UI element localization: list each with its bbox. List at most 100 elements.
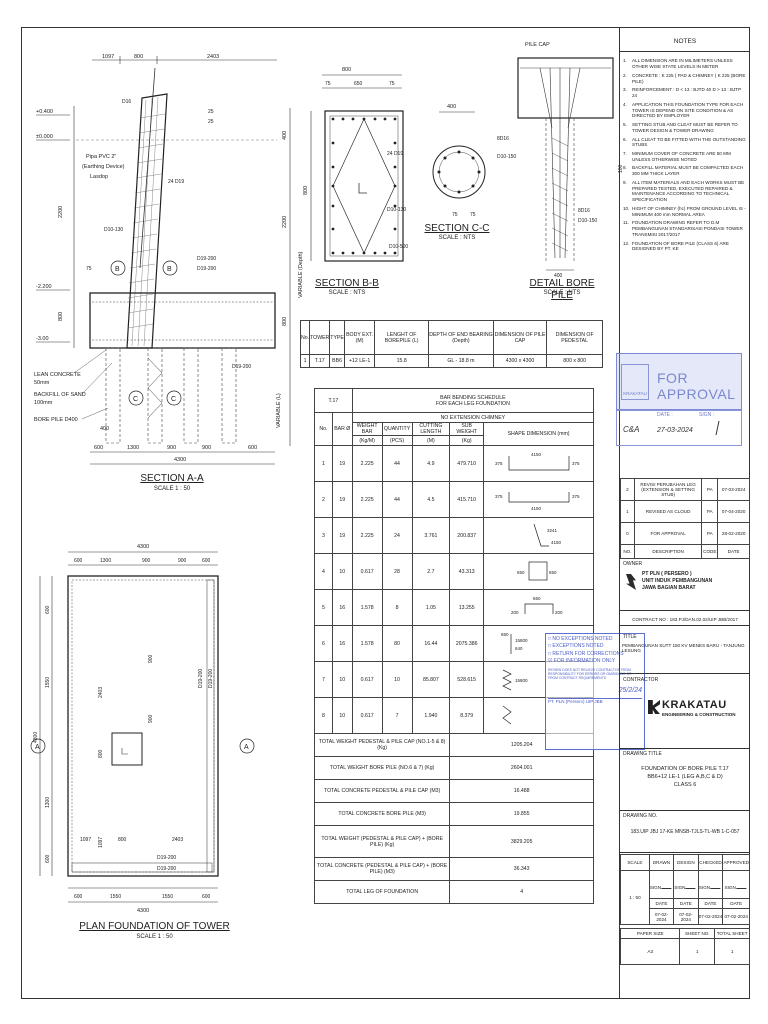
title-block: NOTES 1.ALL DIMENSION ARE IN MILIMETERS … — [616, 28, 750, 998]
schedule-cell: 13.255 — [449, 589, 485, 626]
shape-label: 650 — [517, 570, 525, 575]
callout-25-a: 25 — [208, 109, 214, 115]
shape-label: 200 — [555, 610, 563, 615]
sig-scale: 1 : 50 — [620, 870, 650, 925]
note-text: SETTING STUB AND CLEAT MUST BE REFER TO … — [632, 122, 738, 133]
schedule-cell: 2 — [314, 481, 333, 518]
note-number: 11. — [623, 220, 630, 226]
schedule-cell: 1.578 — [351, 625, 383, 662]
sig-cell: SIGN — [697, 870, 724, 899]
rev-cell: PA — [701, 522, 719, 545]
schedule-cell: 200.837 — [449, 517, 485, 554]
shape-label: 375 — [495, 461, 503, 466]
cc-dim-75b: 75 — [470, 212, 476, 218]
sig-date: 07-02-2024 — [722, 908, 750, 925]
sig-sign-label: SIGN — [698, 885, 711, 890]
aa-bottom-dim-4: 900 — [202, 445, 211, 451]
stamp-line-2-text: EXCEPTIONS NOTED — [552, 643, 604, 650]
marker-b-left: B — [115, 266, 120, 273]
schedule-cell: 4.9 — [411, 445, 451, 482]
shape-label: 200 — [511, 610, 519, 615]
project-block: TITLE PEMBANGUNAN SUTT 150 KV MENES BARU… — [620, 633, 750, 674]
notes-list: 1.ALL DIMENSION ARE IN MILIMETERS UNLESS… — [620, 52, 750, 358]
section-aa-scale: SCALE 1 : 50 — [153, 486, 191, 492]
tower-th-pedestal: DIMENSION OF PEDESTAL — [546, 320, 603, 355]
schedule-cell: 6 — [314, 625, 333, 662]
shape-8 — [501, 705, 512, 724]
signature-mark — [710, 879, 724, 889]
rev-cell: 07-03-2024 — [717, 478, 750, 501]
section-cc-title: SECTION C-C — [424, 223, 490, 234]
plan-inner-2403: 2403 — [98, 687, 104, 698]
plan-callout-3: D19-200 — [157, 855, 176, 861]
detail-bore-pile-scale: SCALE : NTS — [543, 290, 581, 296]
stamp-line-1: □ NO EXCEPTIONS NOTED — [548, 636, 613, 642]
plan-inner-900a: 900 — [148, 654, 154, 663]
note-item: 10.HIGHT OF CHIMNEY (hc) FROM GROUND LEV… — [623, 206, 746, 217]
sig-date-label: DATE — [697, 898, 724, 909]
schedule-cell: 2.7 — [411, 553, 451, 590]
total-value: 19.855 — [449, 802, 594, 826]
approval-date-label: DATE : — [657, 412, 673, 418]
schedule-cell: 8 — [381, 589, 413, 626]
label-pipa-pvc: Pipa PVC 2" — [86, 154, 116, 160]
owner-unit-1: UNIT INDUK PEMBANGUNAN — [642, 578, 713, 584]
plan-bottom-dim-3: 1550 — [162, 894, 173, 900]
drawing-no-label: DRAWING NO. — [623, 813, 658, 819]
aa-left-dim-2200: 2200 — [58, 206, 64, 218]
bb-top-dim-650: 650 — [354, 81, 363, 87]
marker-c-right: C — [171, 396, 176, 403]
schedule-cell: 5 — [314, 589, 333, 626]
schedule-th-bar: BAR Ø — [331, 412, 353, 446]
note-number: 1. — [623, 58, 627, 64]
schedule-unit: (Kg) — [449, 435, 485, 446]
shape-label: 650 — [533, 596, 541, 601]
callout-d19-200-b: D19-200 — [197, 266, 216, 272]
rev-cell: 0 — [620, 522, 635, 545]
note-number: 9. — [623, 179, 627, 185]
rev-cell: FOR APPROVAL — [633, 522, 703, 545]
bb-callout-d10-500: D10-500 — [389, 244, 408, 250]
dbp-dim-400: 400 — [554, 273, 563, 278]
schedule-cell: 479.710 — [449, 445, 485, 482]
schedule-cell: 415.710 — [449, 481, 485, 518]
sig-date-label: DATE — [722, 898, 750, 909]
schedule-cell: 16.44 — [411, 625, 451, 662]
contractor-name: KRAKATAU — [662, 699, 727, 711]
total-value: 36.343 — [449, 857, 594, 881]
plan-left-dim-4: 600 — [45, 854, 51, 863]
note-item: 8.BACKFILL MATERIAL MUST BE COMPACTED EA… — [623, 165, 746, 176]
aa-bottom-dim-2: 1300 — [127, 445, 139, 451]
schedule-cell: 8.379 — [449, 697, 485, 734]
section-cc-drawing: 400 75 75 8D16 D10-150 — [432, 104, 516, 218]
cc-callout-8d16: 8D16 — [497, 136, 509, 142]
schedule-cell: 1 — [314, 445, 333, 482]
note-item: 2.CONCRETE : K 225 ( PAD & CHIMNEY ) K 2… — [623, 73, 746, 84]
plan-bottom-dim-1: 600 — [74, 894, 83, 900]
plan-marker-a-left: A — [35, 744, 40, 751]
schedule-cell: 1.05 — [411, 589, 451, 626]
sig-cell: SIGN — [648, 870, 675, 899]
note-number: 10. — [623, 205, 630, 211]
schedule-cell: 19 — [331, 517, 353, 554]
schedule-cell: 2.225 — [351, 445, 383, 482]
bb-callout-d10-130: D10-130 — [387, 207, 406, 213]
drawing-title-line-2: BB6+12 LE-1 (LEG A,B,C & D) — [647, 774, 723, 780]
plan-left-dim-2: 1550 — [45, 677, 51, 688]
plan-foundation-drawing: 4300 600 1300 900 900 600 600 1550 1300 … — [30, 544, 255, 914]
stamp-fine: REVIEW DOES NOT RELIEVE CONTRACTOR FROM … — [548, 668, 632, 681]
note-number: 8. — [623, 165, 627, 171]
schedule-cell: 1.940 — [411, 697, 451, 734]
schedule-cell: 0.617 — [351, 553, 383, 590]
label-lasdop: Lasdop — [90, 174, 108, 180]
aa-bar-dim-400: 400 — [100, 426, 109, 432]
dbp-callout-8d16: 8D16 — [578, 208, 590, 214]
note-item: 5.SETTING STUB AND CLEAT MUST BE REFER T… — [623, 122, 746, 133]
tower-cell: 800 x 800 — [546, 354, 603, 368]
level-minus-2200: -2.200 — [36, 284, 52, 290]
schedule-cell: 4 — [314, 553, 333, 590]
schedule-cell: 43.313 — [449, 553, 485, 590]
